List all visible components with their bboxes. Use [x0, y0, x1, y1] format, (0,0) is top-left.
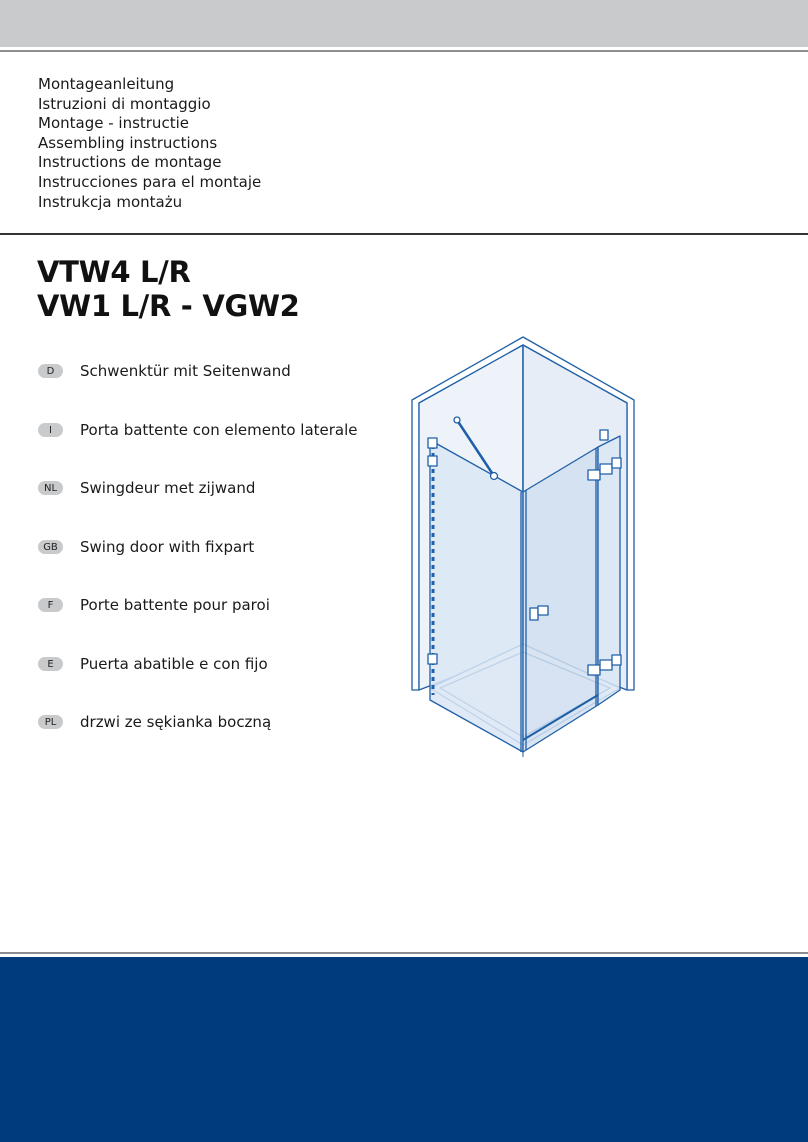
language-description: Puerta abatible e con fijo — [80, 655, 268, 673]
language-row-i: I Porta battente con elemento laterale — [38, 420, 358, 440]
language-description: Porta battente con elemento laterale — [80, 421, 358, 439]
language-row-e: E Puerta abatible e con fijo — [38, 654, 268, 674]
instruction-titles: Montageanleitung Istruzioni di montaggio… — [38, 75, 261, 212]
instruction-title-de: Montageanleitung — [38, 75, 175, 93]
language-row-gb: GB Swing door with fixpart — [38, 537, 254, 557]
model-title-line-2: VW1 L/R - VGW2 — [37, 289, 300, 323]
header-rule — [0, 50, 808, 52]
instruction-title-es: Instrucciones para el montaje — [38, 172, 262, 191]
header-band — [0, 0, 808, 47]
language-code-badge: E — [38, 657, 63, 671]
language-code-badge: PL — [38, 715, 63, 729]
language-row-pl: PL drzwi ze sękianka boczną — [38, 712, 271, 732]
instruction-title-pl: Instrukcja montażu — [38, 192, 183, 211]
model-title-line-1: VTW4 L/R — [37, 255, 191, 289]
language-row-f: F Porte battente pour paroi — [38, 595, 270, 615]
shower-enclosure-illustration — [411, 336, 635, 757]
instruction-title-it: Istruzioni di montaggio — [38, 94, 211, 113]
instruction-title-gb: Assembling instructions — [38, 133, 218, 152]
language-code-badge: I — [38, 423, 63, 437]
language-code-badge: D — [38, 364, 63, 378]
instruction-title-nl: Montage - instructie — [38, 114, 189, 133]
section-divider — [0, 233, 808, 235]
language-description: Porte battente pour paroi — [80, 596, 270, 614]
language-description: Swing door with fixpart — [80, 538, 255, 556]
language-description: Schwenktür mit Seitenwand — [80, 362, 291, 380]
language-code-badge: GB — [38, 540, 63, 554]
footer-rule — [0, 952, 808, 954]
instruction-title-fr: Instructions de montage — [38, 153, 222, 172]
language-code-badge: F — [38, 598, 63, 612]
language-description: Swingdeur met zijwand — [80, 479, 256, 497]
footer-band — [0, 957, 808, 1142]
language-row-d: D Schwenktür mit Seitenwand — [38, 361, 291, 381]
language-description: drzwi ze sękianka boczną — [80, 713, 272, 731]
language-code-badge: NL — [38, 481, 63, 495]
language-row-nl: NL Swingdeur met zijwand — [38, 478, 255, 498]
